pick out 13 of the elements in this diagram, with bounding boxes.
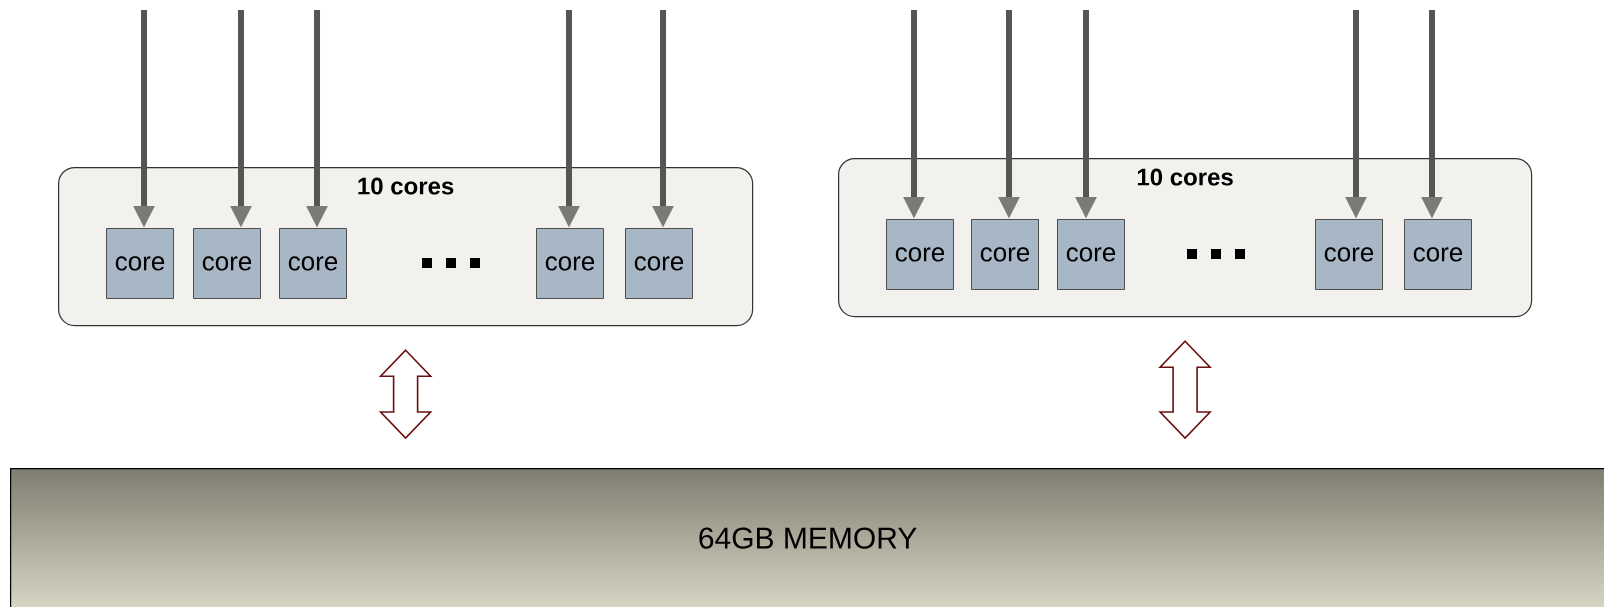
double-arrow xyxy=(1158,340,1212,440)
core-box: core xyxy=(536,228,604,299)
core-box: core xyxy=(193,228,261,299)
core-box: core xyxy=(1057,219,1125,290)
core-box: core xyxy=(1315,219,1383,290)
core-box: core xyxy=(971,219,1039,290)
core-box: core xyxy=(106,228,174,299)
core-box: core xyxy=(1404,219,1472,290)
core-box: core xyxy=(625,228,693,299)
core-box: core xyxy=(886,219,954,290)
core-box: core xyxy=(279,228,347,299)
memory-box: 64GB MEMORY xyxy=(10,468,1604,607)
double-arrow xyxy=(378,349,433,440)
